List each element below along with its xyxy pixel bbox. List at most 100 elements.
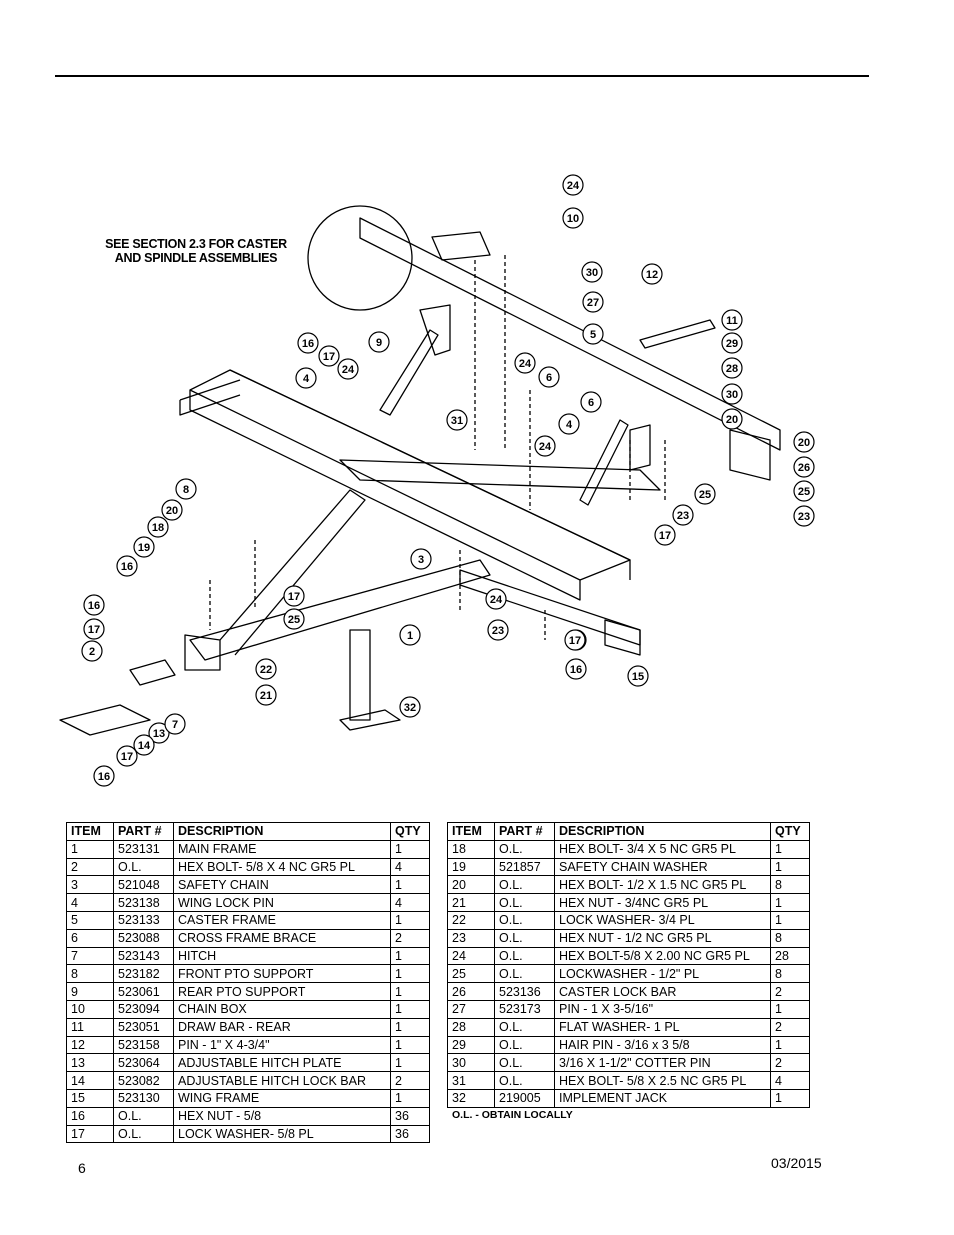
callout-bubble: 17	[116, 745, 138, 767]
callout-circle	[446, 409, 468, 431]
callout-circle	[399, 696, 421, 718]
callout-circle	[793, 456, 815, 478]
part-number-cell: O.L.	[494, 1053, 555, 1073]
item-cell: 4	[66, 893, 114, 912]
callout-circle	[116, 555, 138, 577]
callout-label: 20	[726, 414, 738, 426]
qty-cell: 1	[770, 910, 810, 930]
callout-label: 8	[183, 484, 189, 496]
item-cell: 12	[66, 1035, 114, 1055]
callout-label: 12	[646, 269, 658, 281]
qty-cell: 1	[390, 1088, 430, 1108]
callout-circle	[283, 608, 305, 630]
part-number-cell: 523158	[113, 1035, 174, 1055]
item-cell: 32	[447, 1088, 495, 1108]
callout-bubble: 29	[721, 332, 743, 354]
callout-label: 24	[490, 594, 503, 606]
implement-jack	[339, 629, 401, 731]
description-cell: HITCH	[173, 946, 391, 966]
description-cell: HEX BOLT- 5/8 X 4 NC GR5 PL	[173, 857, 391, 877]
callout-bubble: 8	[175, 478, 197, 500]
callout-circle	[83, 594, 105, 616]
callout-bubble: 9	[368, 331, 390, 353]
callout-circle	[93, 765, 115, 787]
qty-cell: 1	[390, 839, 430, 859]
callout-label: 17	[88, 624, 100, 636]
callout-circle	[399, 624, 421, 646]
part-number-cell: 523061	[113, 982, 174, 1001]
qty-cell: 1	[390, 875, 430, 895]
caster-frame	[359, 217, 781, 451]
qty-cell: 28	[770, 946, 810, 966]
callout-circle	[161, 499, 183, 521]
callout-circle	[793, 480, 815, 502]
callout-bubble: 4	[295, 367, 317, 389]
callout-bubble: 2	[81, 640, 103, 662]
col-item: ITEM	[66, 822, 114, 841]
callout-circle	[487, 619, 509, 641]
qty-cell: 2	[770, 982, 810, 1001]
caster-detail-circle	[307, 205, 413, 311]
part-number-cell: O.L.	[494, 875, 555, 895]
callout-circle	[147, 516, 169, 538]
callout-circle	[133, 734, 155, 756]
callout-bubble: 3	[410, 548, 432, 570]
description-cell: PIN - 1" X 4-3/4"	[173, 1035, 391, 1055]
callout-bubble: 16	[83, 594, 105, 616]
description-cell: MAIN FRAME	[173, 839, 391, 859]
callout-label: 25	[288, 614, 300, 626]
callout-label: 23	[492, 625, 504, 637]
item-cell: 9	[66, 982, 114, 1001]
callout-label: 20	[798, 437, 810, 449]
callout-circle	[558, 413, 580, 435]
description-cell: HEX NUT - 3/4NC GR5 PL	[554, 893, 771, 912]
item-cell: 19	[447, 857, 495, 877]
callout-bubble: 5	[582, 323, 604, 345]
item-cell: 15	[66, 1088, 114, 1108]
description-cell: HEX BOLT- 3/4 X 5 NC GR5 PL	[554, 839, 771, 859]
description-cell: SAFETY CHAIN	[173, 875, 391, 895]
description-cell: FRONT PTO SUPPORT	[173, 964, 391, 984]
callout-bubble: 20	[161, 499, 183, 521]
callout-bubble: 15	[627, 665, 649, 687]
callout-circle	[721, 408, 743, 430]
callout-label: 17	[659, 530, 671, 542]
part-number-cell: O.L.	[494, 964, 555, 984]
qty-cell: 1	[770, 1088, 810, 1108]
item-cell: 22	[447, 910, 495, 930]
part-number-cell: 523138	[113, 893, 174, 912]
item-cell: 5	[66, 910, 114, 930]
callout-circle	[721, 357, 743, 379]
callout-circle	[297, 332, 319, 354]
callout-circle	[295, 367, 317, 389]
part-number-cell: 523064	[113, 1053, 174, 1073]
description-cell: CHAIN BOX	[173, 999, 391, 1019]
part-number-cell: O.L.	[113, 857, 174, 877]
callout-bubble: 6	[538, 366, 560, 388]
callout-circle	[148, 722, 170, 744]
callout-label: 6	[588, 397, 594, 409]
item-cell: 7	[66, 946, 114, 966]
qty-cell: 4	[390, 893, 430, 912]
qty-cell: 1	[390, 1035, 430, 1055]
callout-label: 24	[519, 358, 532, 370]
item-cell: 24	[447, 946, 495, 966]
item-cell: 13	[66, 1053, 114, 1073]
description-cell: DRAW BAR - REAR	[173, 1017, 391, 1037]
item-cell: 16	[66, 1106, 114, 1126]
callout-circle	[337, 358, 359, 380]
part-number-cell: O.L.	[494, 839, 555, 859]
callout-bubble: 20	[721, 408, 743, 430]
callout-label: 16	[570, 664, 582, 676]
item-cell: 29	[447, 1035, 495, 1055]
